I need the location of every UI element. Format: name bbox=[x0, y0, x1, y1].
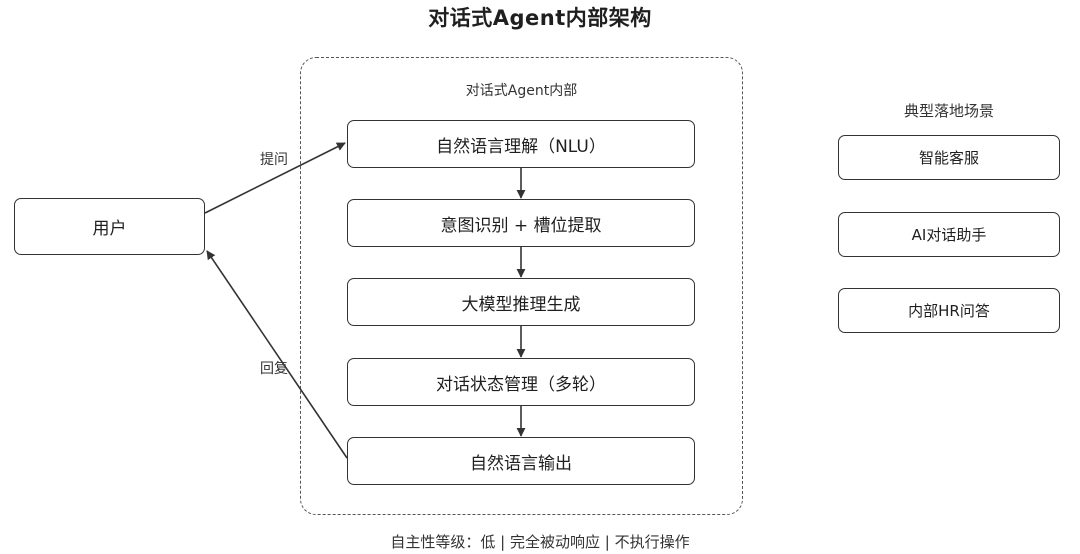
step-llm-reasoning: 大模型推理生成 bbox=[347, 278, 695, 326]
scene-item: 内部HR问答 bbox=[838, 288, 1060, 333]
scene-item: 智能客服 bbox=[838, 135, 1060, 180]
scene-label: AI对话助手 bbox=[911, 226, 987, 244]
scene-item: AI对话助手 bbox=[838, 212, 1060, 257]
agent-internal-label: 对话式Agent内部 bbox=[465, 83, 578, 99]
scene-label: 智能客服 bbox=[918, 149, 979, 167]
edge-label-reply: 回复 bbox=[260, 361, 288, 377]
diagram-title: 对话式Agent内部架构 bbox=[428, 6, 652, 30]
step-dialog-state: 对话状态管理（多轮） bbox=[347, 358, 695, 406]
arrow-user-to-nlu bbox=[204, 142, 346, 214]
scenes-title: 典型落地场景 bbox=[903, 102, 994, 120]
user-box: 用户 bbox=[14, 198, 205, 255]
step-label: 自然语言理解（NLU） bbox=[436, 136, 606, 157]
step-intent-slot: 意图识别 + 槽位提取 bbox=[347, 199, 695, 247]
agent-internal-container bbox=[300, 57, 743, 515]
step-nlu: 自然语言理解（NLU） bbox=[347, 120, 695, 168]
edge-label-ask: 提问 bbox=[260, 152, 288, 168]
step-nl-output: 自然语言输出 bbox=[347, 437, 695, 485]
scene-label: 内部HR问答 bbox=[908, 302, 990, 320]
step-label: 大模型推理生成 bbox=[461, 294, 581, 315]
arrow-output-to-user bbox=[206, 250, 348, 459]
step-label: 自然语言输出 bbox=[470, 453, 572, 474]
step-label: 意图识别 + 槽位提取 bbox=[440, 215, 602, 236]
step-label: 对话状态管理（多轮） bbox=[436, 374, 606, 395]
user-label: 用户 bbox=[92, 219, 127, 239]
autonomy-footer: 自主性等级：低 | 完全被动响应 | 不执行操作 bbox=[390, 533, 690, 551]
